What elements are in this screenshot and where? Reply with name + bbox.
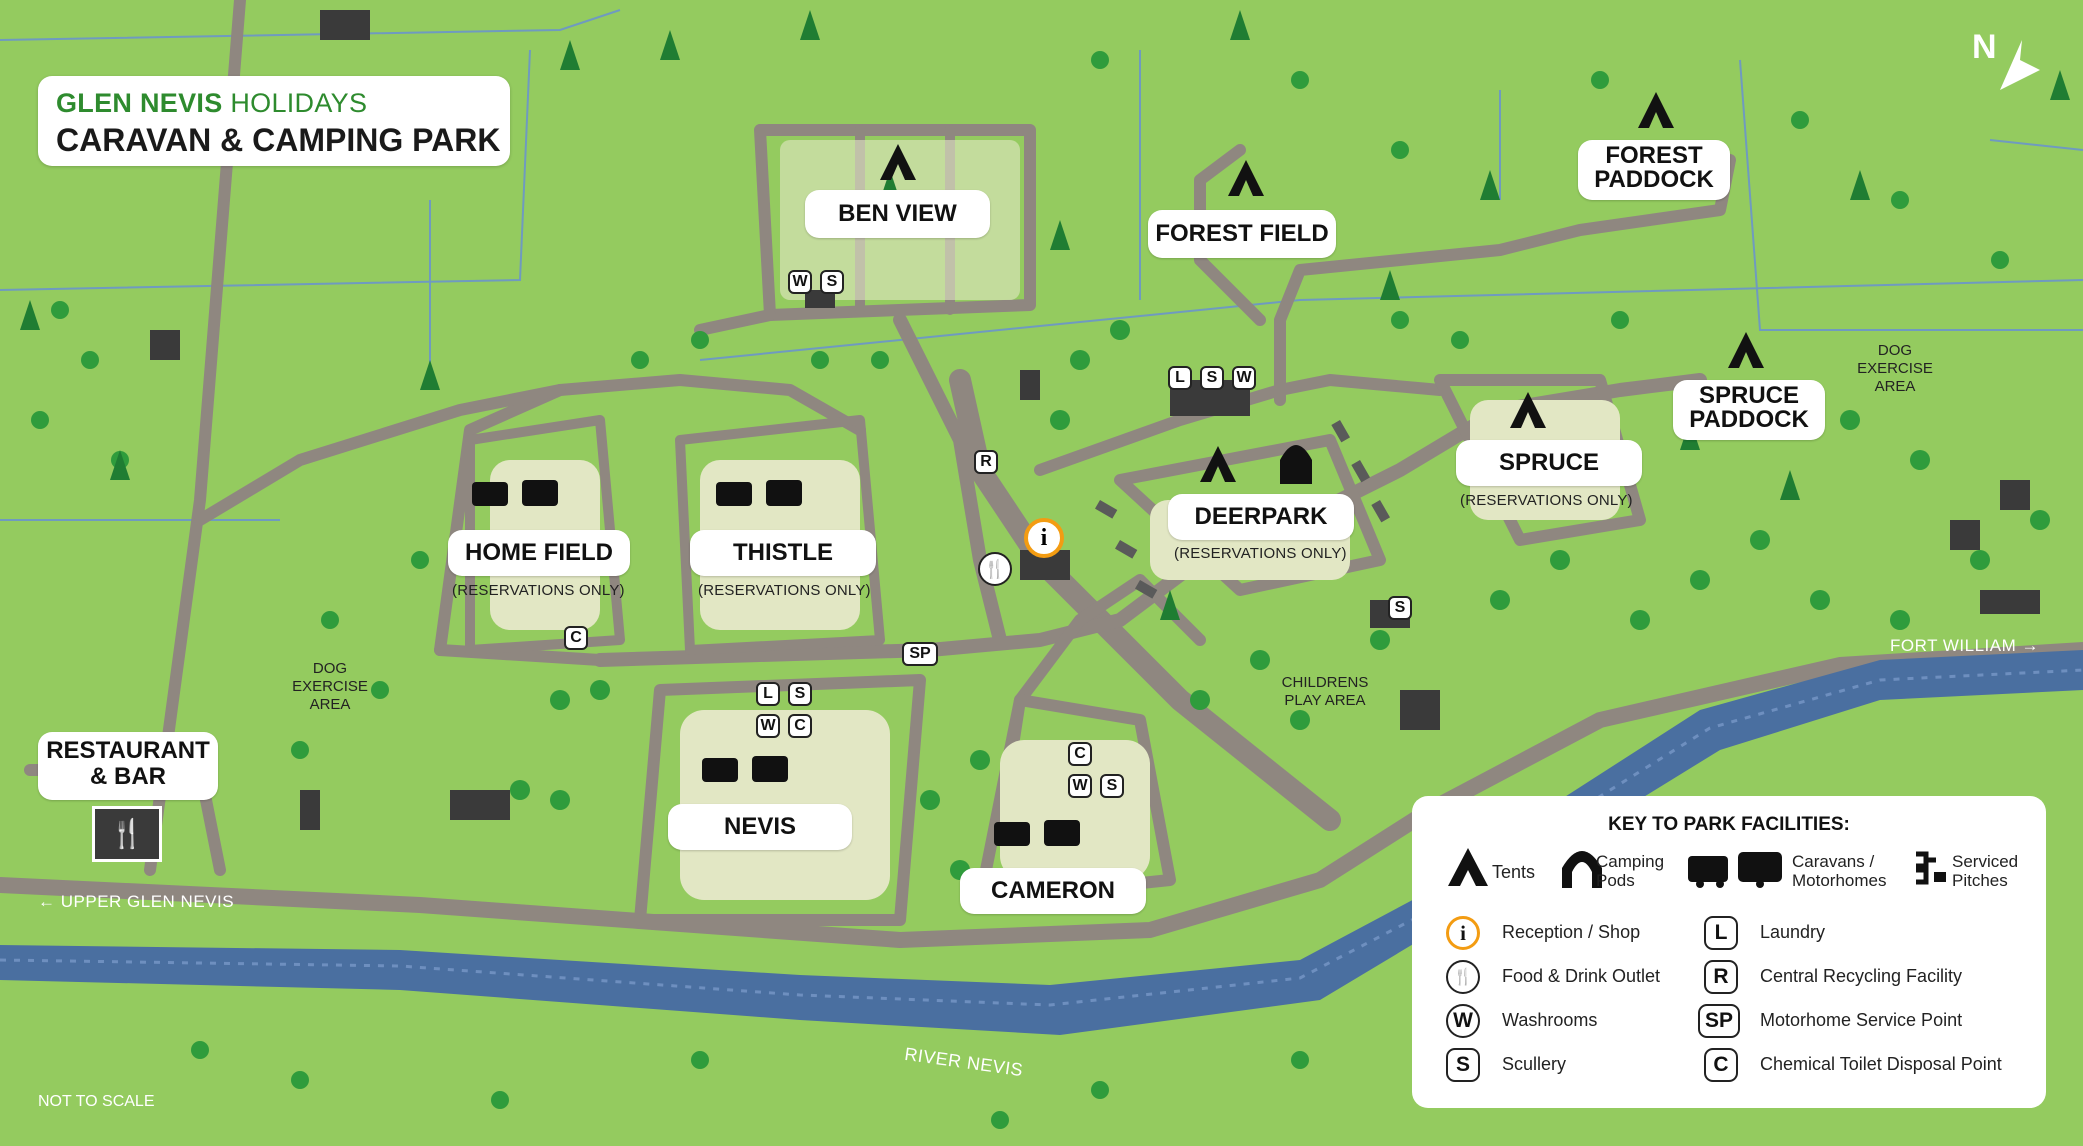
key-washrooms: Washrooms — [1502, 1010, 1598, 1030]
key-laundry: Laundry — [1760, 922, 1826, 942]
badge-chemical-cameron: C — [1068, 742, 1092, 766]
area-label-nevis: NEVIS — [668, 804, 852, 850]
key-scullery: Scullery — [1502, 1054, 1567, 1074]
key-recycling-icon: R — [1704, 960, 1738, 994]
key-reception: Reception / Shop — [1502, 922, 1641, 942]
food-drink-icon: 🍴 — [978, 552, 1012, 586]
pod-rows — [1095, 420, 1390, 599]
badge-washroom-cameron: W — [1068, 774, 1092, 798]
fort-william-road-label: FORT WILLIAM → — [1890, 636, 2040, 655]
badge-washroom-ben-view: W — [788, 270, 812, 294]
area-label-thistle: THISTLE — [690, 530, 876, 576]
area-label-spruce: SPRUCE — [1456, 440, 1642, 486]
area-label-forest-field: FOREST FIELD — [1148, 210, 1336, 258]
key-tents: Tents — [1492, 862, 1536, 882]
tent-icons — [880, 92, 1764, 482]
key-food-icon: 🍴 — [1446, 960, 1480, 994]
key-laundry-icon: L — [1704, 916, 1738, 950]
badge-washroom-north: W — [1232, 366, 1256, 390]
restaurant-building-icon: 🍴 — [92, 806, 162, 862]
thistle-reservations-note: (RESERVATIONS ONLY) — [698, 582, 871, 599]
not-to-scale-label: NOT TO SCALE — [38, 1093, 155, 1110]
badge-scullery-deerpark: S — [1388, 596, 1412, 620]
badge-washroom-nevis: W — [756, 714, 780, 738]
area-label-ben-view: BEN VIEW — [805, 190, 990, 238]
north-label: N — [1972, 28, 1997, 66]
pine-trees — [20, 10, 2070, 720]
camping-pod-icon — [1562, 851, 1602, 888]
trees — [31, 51, 2050, 1129]
pod-icon — [1280, 445, 1312, 484]
badge-motorhome-service: SP — [902, 642, 938, 666]
key-title: KEY TO PARK FACILITIES: — [1608, 814, 1850, 835]
badge-scullery-cameron: S — [1100, 774, 1124, 798]
badge-chemical-home-field: C — [564, 626, 588, 650]
caravan-icons — [472, 480, 1080, 846]
key-washrooms-icon: W — [1446, 1004, 1480, 1038]
key-chemical-toilet: Chemical Toilet Disposal Point — [1760, 1054, 2002, 1074]
badge-laundry-north: L — [1168, 366, 1192, 390]
area-label-cameron: CAMERON — [960, 868, 1146, 914]
area-label-home-field: HOME FIELD — [448, 530, 630, 576]
area-label-deerpark: DEERPARK — [1168, 494, 1354, 540]
badge-chemical-nevis: C — [788, 714, 812, 738]
spruce-reservations-note: (RESERVATIONS ONLY) — [1460, 492, 1633, 509]
reception-shop-icon: i — [1024, 518, 1064, 558]
badge-laundry-nevis: L — [756, 682, 780, 706]
badge-scullery-north: S — [1200, 366, 1224, 390]
river-nevis — [0, 650, 2083, 1035]
park-title-card: GLEN NEVIS HOLIDAYS CARAVAN & CAMPING PA… — [38, 76, 510, 166]
deerpark-reservations-note: (RESERVATIONS ONLY) — [1174, 545, 1347, 562]
badge-recycling: R — [974, 450, 998, 474]
title-bottom: CARAVAN & CAMPING PARK — [56, 122, 501, 158]
title-top: GLEN NEVIS HOLIDAYS — [56, 88, 368, 118]
caravan-motorhome-icon — [1688, 852, 1782, 888]
key-scullery-icon: S — [1446, 1048, 1480, 1082]
tent-icon — [1448, 848, 1488, 886]
upper-glen-nevis-road-label: ← UPPER GLEN NEVIS — [38, 892, 235, 911]
area-label-restaurant-bar: RESTAURANT& BAR — [38, 732, 218, 800]
key-reception-icon: i — [1446, 916, 1480, 950]
serviced-pitch-icon — [1916, 851, 1946, 885]
home-field-reservations-note: (RESERVATIONS ONLY) — [452, 582, 625, 599]
key-motorhome-service-icon: SP — [1698, 1004, 1740, 1038]
badge-scullery-ben-view: S — [820, 270, 844, 294]
key-caravans-motorhomes: Caravans /Motorhomes — [1792, 852, 1887, 890]
key-chemical-toilet-icon: C — [1704, 1048, 1738, 1082]
field-boundaries — [0, 9, 2083, 521]
key-recycling: Central Recycling Facility — [1760, 966, 1963, 986]
key-food: Food & Drink Outlet — [1502, 966, 1661, 986]
north-arrow-icon — [2000, 40, 2040, 90]
key-motorhome-service: Motorhome Service Point — [1760, 1010, 1963, 1030]
badge-scullery-nevis: S — [788, 682, 812, 706]
